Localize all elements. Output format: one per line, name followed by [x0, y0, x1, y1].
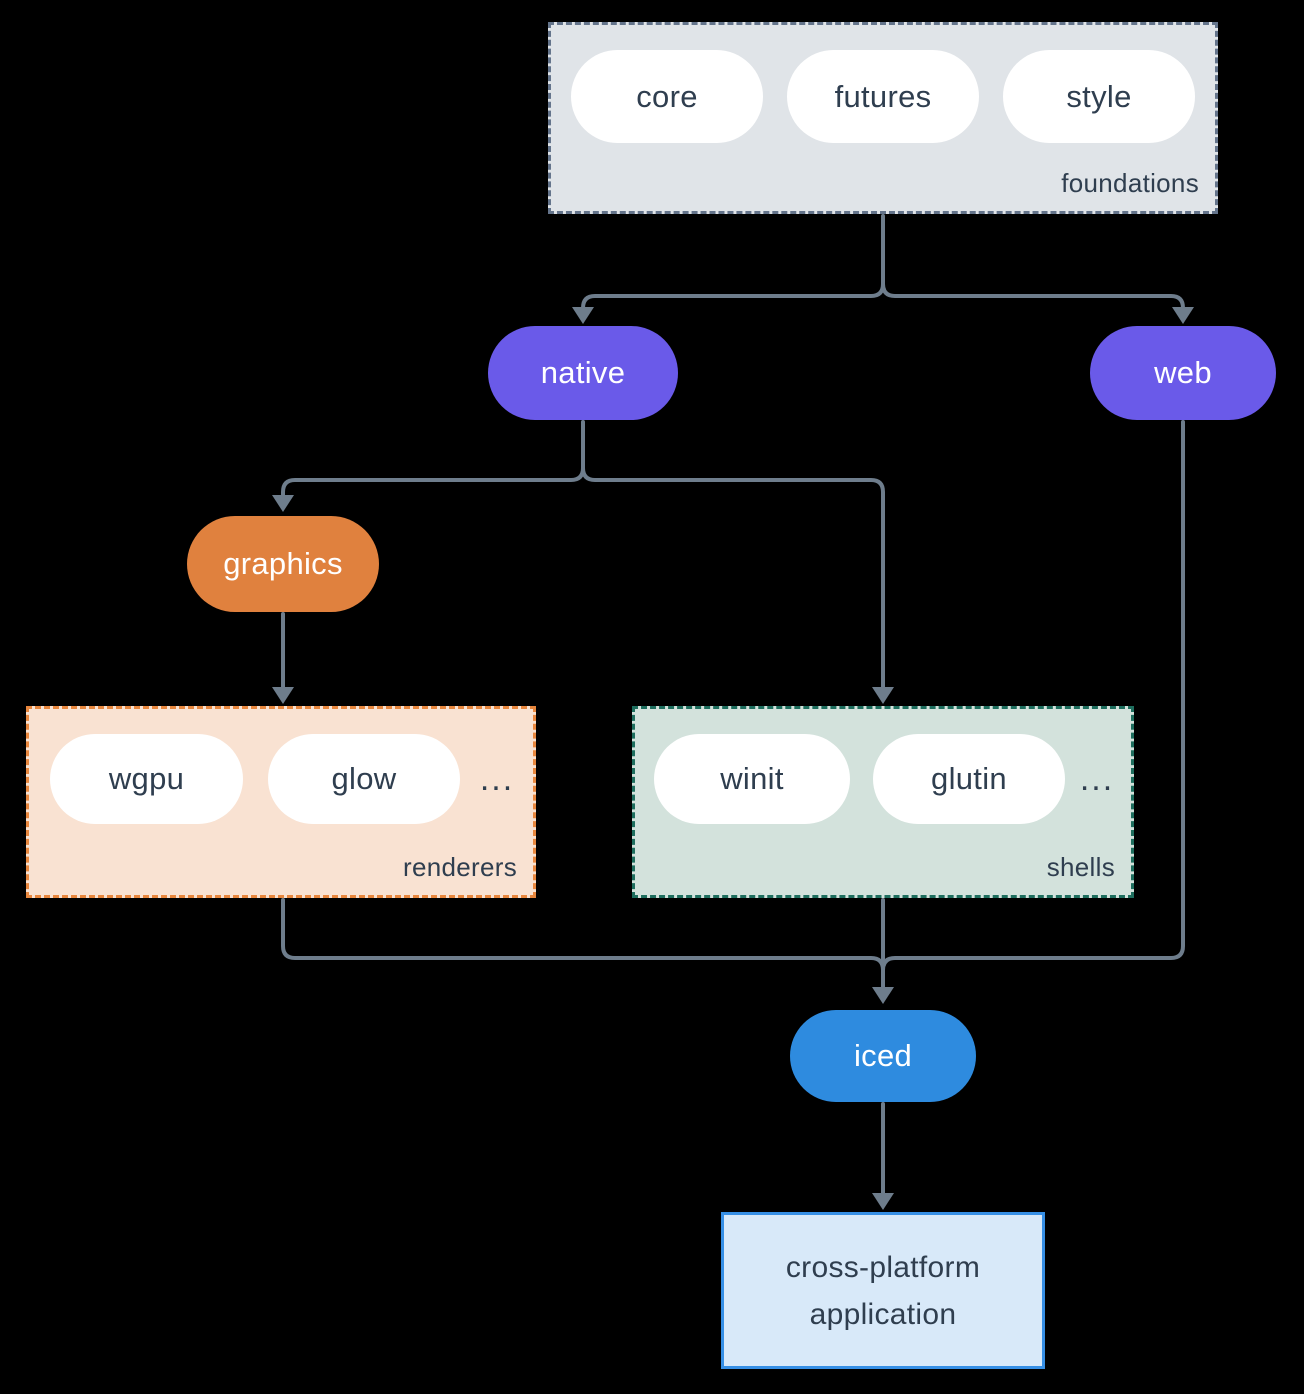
node-web: web	[1090, 326, 1276, 420]
foundations-box: core futures style foundations	[548, 22, 1218, 214]
edge-native-shells	[581, 466, 885, 692]
application-line1: cross-platform	[785, 1250, 981, 1284]
renderers-box: wgpu glow ... renderers	[26, 706, 536, 898]
node-iced: iced	[790, 1010, 976, 1102]
node-style: style	[1003, 50, 1195, 143]
edge-native-graphics	[281, 466, 585, 500]
node-glutin: glutin	[873, 734, 1065, 824]
arrowhead-graphics	[272, 495, 294, 512]
node-glow: glow	[268, 734, 460, 824]
node-graphics: graphics	[187, 516, 379, 612]
arrowhead-native	[572, 307, 594, 324]
arrowhead-renderers	[272, 687, 294, 704]
arrowhead-web	[1172, 307, 1194, 324]
shells-label: shells	[1046, 852, 1115, 882]
renderers-more: ...	[479, 759, 515, 798]
node-futures: futures	[787, 50, 979, 143]
application-box: cross-platform application	[721, 1212, 1045, 1369]
foundations-label: foundations	[1061, 168, 1199, 198]
edge-renderers-iced	[281, 898, 885, 990]
shells-more: ...	[1079, 759, 1115, 798]
edge-foundations-native	[581, 282, 885, 314]
node-wgpu: wgpu	[50, 734, 243, 824]
renderers-label: renderers	[403, 852, 517, 882]
application-line2: application	[809, 1297, 957, 1331]
node-winit: winit	[654, 734, 850, 824]
arrowhead-iced	[872, 987, 894, 1004]
arrowhead-application	[872, 1193, 894, 1210]
edge-foundations-web	[881, 282, 1185, 314]
node-core: core	[571, 50, 763, 143]
shells-box: winit glutin ... shells	[632, 706, 1134, 898]
arrowhead-shells	[872, 687, 894, 704]
node-native: native	[488, 326, 678, 420]
